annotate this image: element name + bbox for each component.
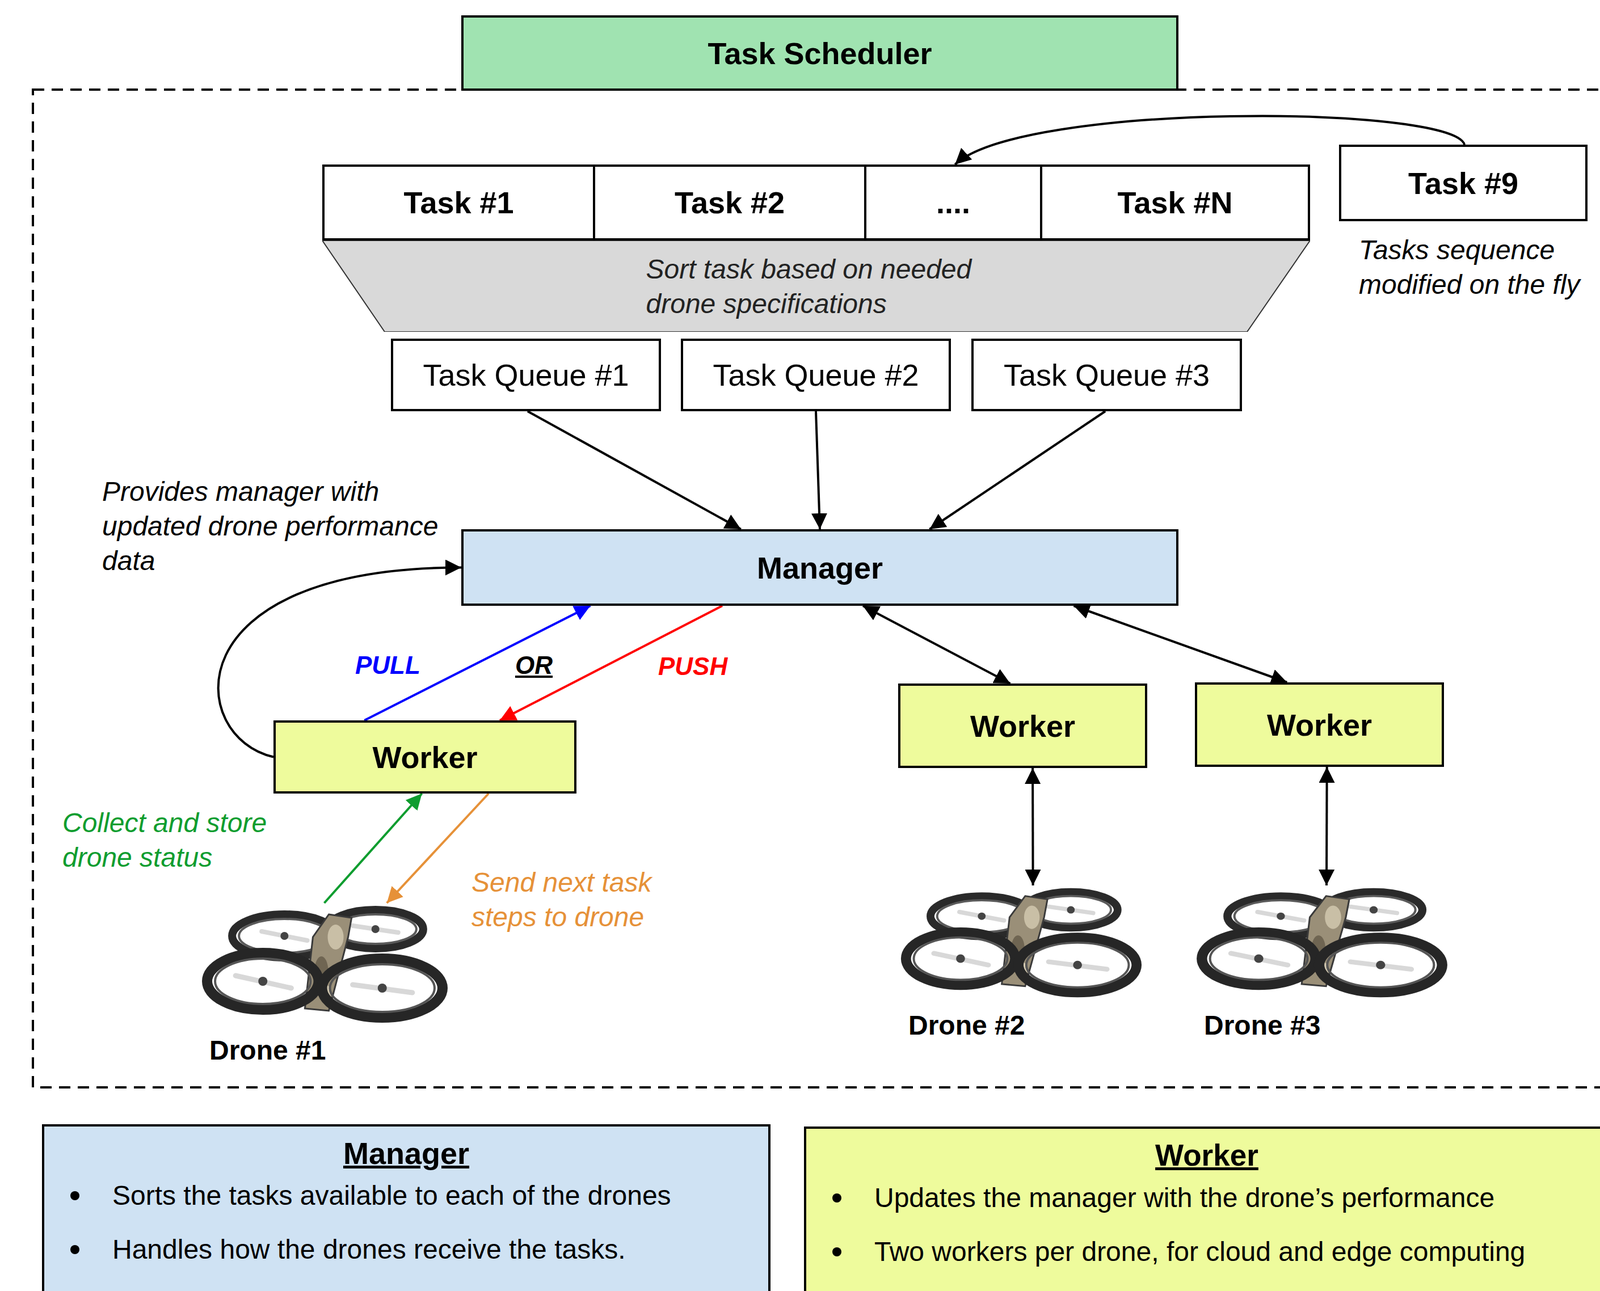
bullet-text: Sorts the tasks available to each of the… — [112, 1180, 672, 1211]
connector — [862, 605, 1011, 684]
or-label: OR — [515, 651, 553, 680]
box-label: Task Queue #2 — [712, 357, 919, 393]
task-box: .... — [864, 164, 1043, 241]
worker-box: Worker — [898, 683, 1148, 769]
drone-illustration — [207, 910, 443, 1018]
box-label: Manager — [756, 550, 883, 586]
box-label: Task #9 — [1408, 165, 1519, 201]
box-label: Task Queue #3 — [1003, 357, 1210, 393]
box-label: .... — [936, 184, 971, 221]
bullet-item: Sorts the tasks available to each of the… — [44, 1168, 769, 1223]
box-label: Worker — [372, 739, 478, 776]
worker-box: Worker — [1194, 682, 1444, 768]
panel-heading: Manager — [44, 1126, 769, 1173]
bullet-dot — [70, 1245, 80, 1255]
sort-band: Sort task based on needed drone specific… — [322, 240, 1311, 332]
box-label: Task #1 — [403, 184, 514, 221]
scheduler-box: Task Scheduler — [461, 15, 1179, 91]
connector — [527, 411, 741, 530]
edge-label: Collect and store drone status — [62, 805, 279, 875]
bullet-text: Updates the manager with the drone’s per… — [874, 1182, 1495, 1214]
queue-box: Task Queue #1 — [390, 338, 661, 412]
description-panel: WorkerUpdates the manager with the drone… — [803, 1126, 1600, 1291]
task-box: Task #9 — [1339, 144, 1588, 222]
connector — [929, 411, 1106, 530]
connector — [1325, 767, 1329, 886]
connector — [815, 411, 820, 530]
connector — [1031, 768, 1035, 886]
drone-node: Drone #3 — [1193, 885, 1450, 1042]
edge-label: Send next task steps to drone — [471, 865, 682, 935]
edge-label: PULL — [355, 651, 421, 680]
box-label: Task Scheduler — [707, 35, 932, 71]
bullet-text: Two workers per drone, for cloud and edg… — [874, 1236, 1526, 1267]
trapezoid-fill — [322, 240, 1311, 332]
panel-heading: Worker — [806, 1129, 1600, 1175]
bullet-dot — [70, 1191, 80, 1201]
note: Tasks sequence modified on the fly — [1358, 232, 1592, 302]
box-label: Task Queue #1 — [422, 357, 629, 393]
edge-label: Provides manager with updated drone perf… — [102, 474, 457, 579]
task-box: Task #1 — [322, 164, 596, 241]
worker-box: Worker — [273, 720, 577, 794]
bullet-dot — [832, 1247, 842, 1257]
system-boundary — [32, 89, 1600, 1088]
drone-label: Drone #3 — [1203, 1009, 1321, 1042]
drone-node: Drone #2 — [898, 885, 1144, 1042]
bullet-item: Handles how the drones receive the tasks… — [44, 1222, 769, 1277]
connector — [324, 793, 423, 904]
drone-label: Drone #1 — [209, 1034, 326, 1067]
manager-box: Manager — [461, 529, 1179, 606]
drone-node: Drone #1 — [199, 903, 450, 1067]
description-panel: ManagerSorts the tasks available to each… — [41, 1124, 771, 1291]
bullet-item: Two workers per drone, for cloud and edg… — [806, 1224, 1600, 1279]
bullet-dot — [832, 1193, 842, 1203]
box-label: Task #N — [1117, 184, 1233, 221]
box-label: Worker — [970, 708, 1076, 744]
bullet-text: Handles how the drones receive the tasks… — [112, 1234, 626, 1265]
drone-illustration — [1201, 891, 1442, 993]
queue-box: Task Queue #2 — [680, 338, 951, 412]
drone-label: Drone #2 — [908, 1009, 1025, 1042]
connector — [1073, 605, 1287, 683]
task-box: Task #N — [1040, 164, 1311, 241]
box-label: Task #2 — [674, 184, 785, 221]
box-label: Worker — [1266, 707, 1372, 743]
queue-box: Task Queue #3 — [971, 338, 1242, 412]
drone-illustration — [906, 891, 1137, 993]
task-box: Task #2 — [592, 164, 867, 241]
bullet-item: Updates the manager with the drone’s per… — [806, 1171, 1600, 1225]
edge-label: PUSH — [658, 652, 728, 681]
band-label: Sort task based on needed drone specific… — [646, 251, 987, 322]
